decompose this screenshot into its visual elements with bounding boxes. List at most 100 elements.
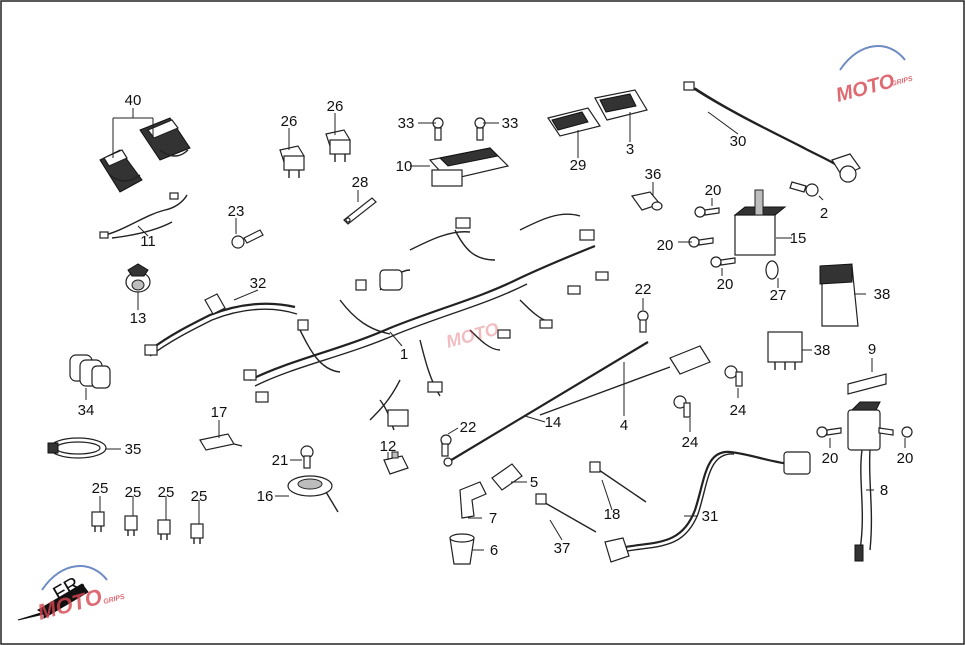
watermark-bottom-left: MOTO GRIPS [35,565,126,625]
watermark-subtext-2: GRIPS [103,593,126,605]
callout-10: 10 [396,158,413,175]
callout-11: 11 [140,233,156,250]
callout-18: 18 [604,506,621,523]
part-8-switch-illustration [847,401,881,562]
part-5-boot-illustration [491,463,523,491]
callout-20-c: 20 [717,276,734,293]
part-2-bolt-illustration [789,181,819,197]
callout-25-b: 25 [125,484,142,501]
callout-1: 1 [400,346,408,363]
part-20-screws-right-illustration [816,426,913,438]
part-10-regulator-illustration [428,147,510,187]
callout-31: 31 [702,508,719,525]
part-33-screws-illustration [432,117,486,141]
part-38-relay-illustration [767,263,859,370]
callout-20-e: 20 [897,450,914,467]
callout-2: 2 [820,205,828,222]
callout-35: 35 [125,441,142,458]
callout-37: 37 [554,540,571,557]
part-24-bolts-illustration [673,365,743,418]
callout-12: 12 [380,438,397,455]
part-34-illustration [69,354,111,389]
callout-28: 28 [352,174,369,191]
callout-24-left: 24 [682,434,699,451]
callout-14: 14 [545,414,562,431]
part-13-illustration [125,263,151,293]
callout-4: 4 [620,417,628,434]
watermark-text-3: MOTO [444,319,501,352]
part-21-screw-illustration [300,445,314,469]
callout-26-right: 26 [327,98,344,115]
part-28-bracket-illustration [343,197,377,225]
part-18-cable-tie-illustration [589,461,647,503]
part-16-horn-illustration [287,475,339,513]
callout-26-left: 26 [281,113,298,130]
part-35-illustration [47,437,107,459]
callout-23: 23 [228,203,245,220]
watermark-subtext: GRIPS [891,75,914,87]
watermark-center: MOTO [444,319,501,352]
part-23-bolt-illustration [231,229,264,249]
part-4-cable-switch-illustration [539,345,711,416]
part-37-cable-tie-illustration [535,493,597,533]
part-17-resistor-illustration [199,433,243,451]
part-36-cap-illustration [630,191,663,211]
part-27-bulb-illustration [765,260,779,280]
callout-30: 30 [730,133,747,150]
callout-20-b: 20 [657,237,674,254]
part-11-illustration [99,192,188,239]
callout-36: 36 [645,166,662,183]
callout-6: 6 [490,542,498,559]
callout-labels: 40 26 26 33 33 29 3 30 11 23 28 10 36 20… [78,92,914,559]
part-7-cap-illustration [459,481,487,519]
watermark-text: MOTO [834,70,898,107]
callout-24-right: 24 [730,402,747,419]
part-32-illustration [144,293,298,357]
part-14-cable-illustration [443,341,649,467]
part-29-and-3-connectors-illustration [547,89,648,137]
callout-25-d: 25 [191,488,208,505]
callout-25-a: 25 [92,480,109,497]
front-arrow-icon [17,583,89,621]
part-25-fuses-illustration [91,511,204,544]
callout-40: 40 [125,92,142,109]
callout-5: 5 [530,474,538,491]
part-22-bolts-illustration [440,310,649,457]
callout-13: 13 [130,310,147,327]
part-9-plate-illustration [847,373,887,395]
callout-20-a: 20 [705,182,722,199]
callout-33-right: 33 [502,115,519,132]
callout-33-left: 33 [398,115,415,132]
watermark-top-right: MOTO GRIPS [834,45,914,107]
part-15-switch-illustration [733,189,787,256]
callout-22-bottom: 22 [460,419,477,436]
callout-7: 7 [489,510,497,527]
callout-29: 29 [570,157,587,174]
callout-38-top: 38 [874,286,891,303]
callout-16: 16 [257,488,274,505]
callout-25-c: 25 [158,484,175,501]
part-20-screws-top-illustration [688,206,736,268]
callout-21: 21 [272,452,289,469]
callout-9: 9 [868,341,876,358]
callout-17: 17 [211,404,228,421]
callout-22-top: 22 [635,281,652,298]
part-31-sensor-lead-illustration [604,450,811,563]
callout-3: 3 [626,141,634,158]
part-30-sensor-lead-illustration [683,81,861,183]
callout-32: 32 [250,275,267,292]
callout-20-d: 20 [822,450,839,467]
part-26-relays-illustration [279,129,351,178]
part-12-connector-illustration [383,451,409,475]
part-1-main-harness-illustration [243,213,609,431]
callout-27: 27 [770,287,787,304]
callout-8: 8 [880,482,888,499]
callout-38-bottom: 38 [814,342,831,359]
callout-34: 34 [78,402,95,419]
leader-lines [85,108,906,551]
part-6-cap-illustration [449,533,475,565]
callout-15: 15 [790,230,807,247]
